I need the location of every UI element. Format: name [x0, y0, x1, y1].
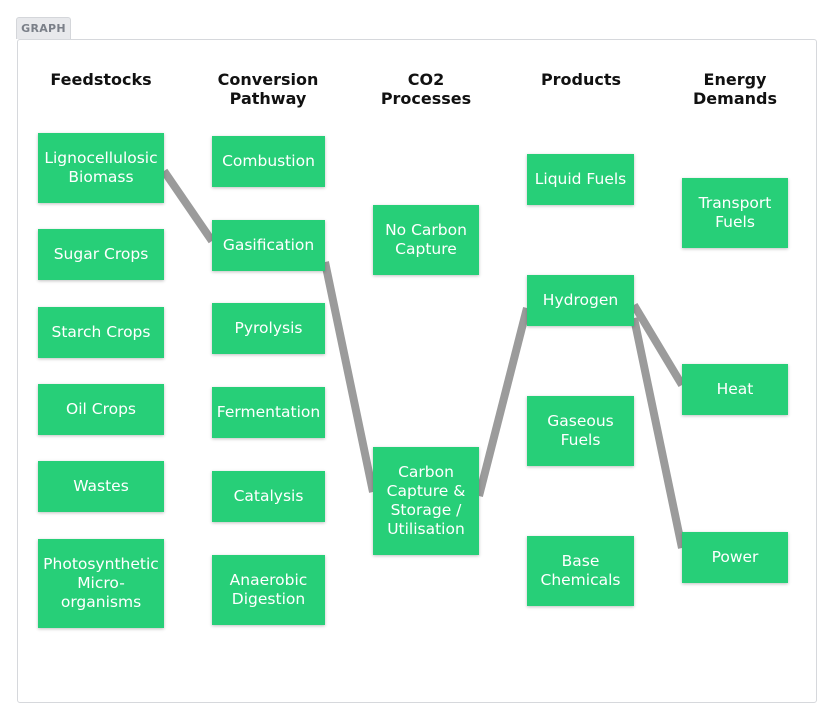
- node-gasification[interactable]: Gasification: [212, 220, 325, 271]
- node-lignocellulosic-biomass[interactable]: Lignocellulosic Biomass: [38, 133, 164, 203]
- graph-tab[interactable]: GRAPH: [16, 17, 71, 39]
- node-wastes[interactable]: Wastes: [38, 461, 164, 512]
- node-photosynthetic-microorganisms[interactable]: Photosynthetic Micro-organisms: [38, 539, 164, 628]
- node-gaseous-fuels[interactable]: Gaseous Fuels: [527, 396, 634, 466]
- column-title-demands: Energy Demands: [693, 70, 777, 108]
- link-hydrogen-heat: [630, 302, 686, 388]
- link-gasification-ccs: [321, 261, 377, 493]
- node-fermentation[interactable]: Fermentation: [212, 387, 325, 438]
- node-base-chemicals[interactable]: Base Chemicals: [527, 536, 634, 606]
- node-carbon-capture-storage[interactable]: Carbon Capture & Storage / Utilisation: [373, 447, 479, 555]
- node-catalysis[interactable]: Catalysis: [212, 471, 325, 522]
- column-title-products: Products: [540, 70, 622, 89]
- node-heat[interactable]: Heat: [682, 364, 788, 415]
- node-anaerobic-digestion[interactable]: Anaerobic Digestion: [212, 555, 325, 625]
- node-starch-crops[interactable]: Starch Crops: [38, 307, 164, 358]
- node-combustion[interactable]: Combustion: [212, 136, 325, 187]
- node-hydrogen[interactable]: Hydrogen: [527, 275, 634, 326]
- node-pyrolysis[interactable]: Pyrolysis: [212, 303, 325, 354]
- column-title-feedstocks: Feedstocks: [50, 70, 152, 89]
- node-oil-crops[interactable]: Oil Crops: [38, 384, 164, 435]
- link-ccs-hydrogen: [475, 307, 531, 497]
- node-transport-fuels[interactable]: Transport Fuels: [682, 178, 788, 248]
- link-lignocellulosic-gasification: [160, 168, 216, 244]
- link-hydrogen-power: [630, 317, 686, 549]
- column-title-co2: CO2 Processes: [380, 70, 472, 108]
- node-sugar-crops[interactable]: Sugar Crops: [38, 229, 164, 280]
- node-liquid-fuels[interactable]: Liquid Fuels: [527, 154, 634, 205]
- column-title-conversion: Conversion Pathway: [217, 70, 319, 108]
- node-no-carbon-capture[interactable]: No Carbon Capture: [373, 205, 479, 275]
- node-power[interactable]: Power: [682, 532, 788, 583]
